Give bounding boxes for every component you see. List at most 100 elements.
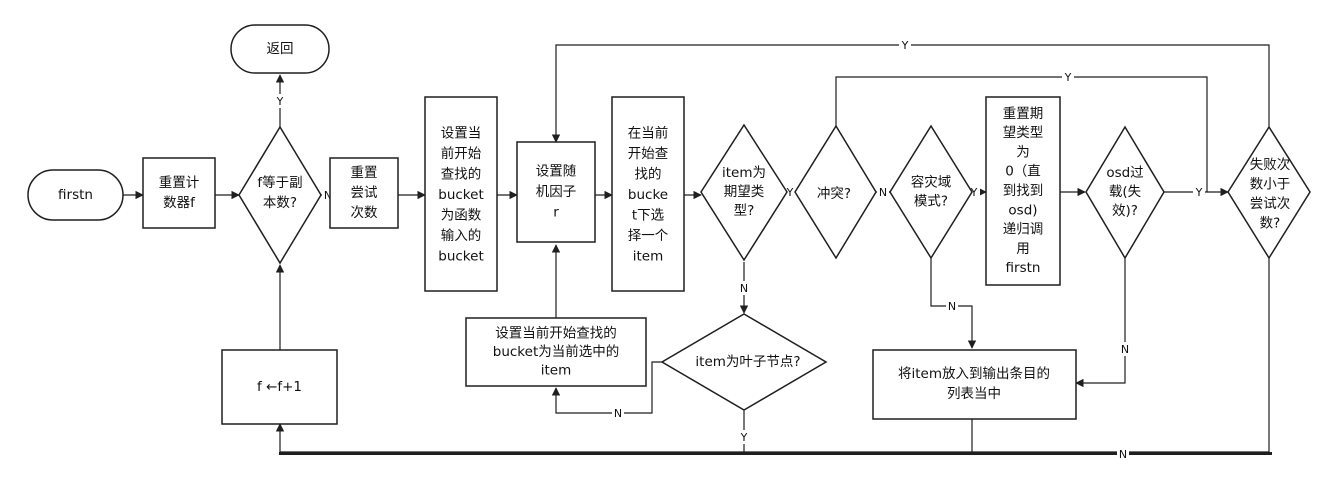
conflict-line: 冲突? <box>817 186 851 202</box>
fail-less-than-tries-line: 数? <box>1260 215 1281 231</box>
set-bucket-input-line: 输入的 <box>441 228 482 244</box>
reset-counter-line: 数器f <box>163 195 196 211</box>
reset-tries-line: 尝试 <box>351 185 378 201</box>
label-conflict-yes: Y <box>1064 71 1072 84</box>
edge-conflict-yes-loop <box>835 76 1208 192</box>
firstn-line: firstn <box>58 187 93 203</box>
set-bucket-selected-line: 设置当前开始查找的 <box>495 325 617 342</box>
node-firstn-shape <box>27 169 124 221</box>
node-item-leaf-label: item为叶子节点? <box>695 354 800 370</box>
recursive-call-line: 重置期 <box>1003 106 1044 122</box>
set-random-factor-line: 机因子 <box>536 184 577 200</box>
f-equals-replicas-line: f等于副 <box>257 174 302 191</box>
reset-counter-line: 重置计 <box>159 175 200 191</box>
osd-overload-line: 效)? <box>1112 203 1138 219</box>
select-item-line: 在当前 <box>628 125 669 142</box>
node-expected-type-shape <box>700 123 788 262</box>
osd-overload-line: osd过 <box>1106 165 1144 181</box>
node-set-random-factor-shape <box>516 141 596 243</box>
node-expected-type-label: item为期望类型? <box>722 165 766 219</box>
osd-overload-line: 载(失 <box>1109 184 1142 200</box>
set-bucket-input-line: bucket <box>438 187 483 203</box>
node-set-bucket-selected-shape <box>465 317 647 387</box>
node-fail-check-label: 失败次数小于尝试次数? <box>1250 157 1291 232</box>
node-set-bucket-input-shape <box>424 96 498 292</box>
label-leaf-no: N <box>614 407 622 420</box>
node-osd-overload-shape <box>1085 125 1165 260</box>
failure-domain-mode-line: 容灾域 <box>911 174 952 191</box>
node-domain-mode-shape <box>889 124 973 260</box>
node-put-output-label: 将item放入到输出条目的列表当中 <box>898 365 1050 402</box>
label-expected-type-no: N <box>740 282 748 295</box>
label-expected-type-yes: Y <box>786 186 794 199</box>
set-bucket-selected-line: item <box>541 363 572 379</box>
node-domain-mode-label: 容灾域模式? <box>911 174 952 210</box>
node-reset-counter-label: 重置计数器f <box>159 175 200 211</box>
recursive-call-line: 递归调 <box>1003 221 1044 238</box>
node-fail-check-shape <box>1227 125 1311 260</box>
select-item-line: t下选 <box>632 208 665 224</box>
label-domain-no: N <box>948 300 956 313</box>
set-bucket-input-line: 查找的 <box>441 167 482 183</box>
return-line: 返回 <box>267 41 294 57</box>
reset-tries-line: 次数 <box>351 205 378 221</box>
label-osd-yes: Y <box>1195 186 1203 199</box>
set-random-factor-line: r <box>553 205 559 221</box>
fail-less-than-tries-line: 失败次 <box>1250 157 1291 173</box>
node-select-item-shape <box>611 96 685 292</box>
edge-fail-check-yes-retry <box>551 44 1270 143</box>
edge-labels: Y N Y N Y Y Y Y N N Y N N N <box>274 38 1205 461</box>
node-firstn-label: firstn <box>58 187 93 203</box>
edge-osd-no-to-output <box>1075 258 1126 388</box>
node-reset-counter-shape <box>142 157 216 229</box>
fail-less-than-tries-line: 数小于 <box>1250 176 1291 192</box>
node-return-label: 返回 <box>267 41 294 57</box>
node-reset-tries-shape <box>329 157 399 229</box>
node-recursive-shape <box>985 96 1061 286</box>
item-is-leaf-line: item为叶子节点? <box>695 354 800 370</box>
recursive-call-line: 望类型 <box>1003 125 1044 141</box>
item-expected-type-line: 型? <box>734 203 755 219</box>
node-conflict-label: 冲突? <box>817 186 851 202</box>
recursive-call-line: osd) <box>1008 202 1037 218</box>
put-item-output-line: 列表当中 <box>947 386 1001 402</box>
failure-domain-mode-line: 模式? <box>914 194 948 210</box>
put-item-output-line: 将item放入到输出条目的 <box>898 365 1050 382</box>
node-increment-f-shape <box>221 349 338 425</box>
label-check-f-yes: Y <box>276 95 284 108</box>
label-osd-no: N <box>1121 343 1129 356</box>
increment-f-line: f ←f+1 <box>257 379 302 395</box>
label-domain-yes: Y <box>970 186 978 199</box>
select-item-line: item <box>633 249 664 265</box>
nodes: firstn 返回 重置计数器f f等于副本数? 重置尝试次数 设置当前开始查找… <box>27 24 1311 425</box>
select-item-line: 择一个 <box>628 228 669 244</box>
reset-tries-line: 重置 <box>351 165 378 181</box>
node-increment-f-label: f ←f+1 <box>257 379 302 395</box>
label-conflict-no: N <box>879 186 887 199</box>
set-bucket-selected-line: bucket为当前选中的 <box>493 343 619 360</box>
edge-bottom-bus <box>279 452 1272 455</box>
node-reset-tries-label: 重置尝试次数 <box>351 165 378 221</box>
node-put-output-shape <box>872 349 1077 420</box>
set-bucket-input-line: 设置当 <box>441 126 482 142</box>
label-fail-check-yes: Y <box>901 39 909 52</box>
node-item-leaf-shape <box>660 313 828 411</box>
label-check-f-no: N <box>324 189 332 202</box>
item-expected-type-line: 期望类 <box>724 184 765 200</box>
label-fail-check-no: N <box>1119 448 1127 461</box>
recursive-call-line: 0（直 <box>1005 164 1041 180</box>
item-expected-type-line: item为 <box>722 165 766 181</box>
f-equals-replicas-line: 本数? <box>263 195 297 211</box>
recursive-call-line: 到找到 <box>1003 183 1044 199</box>
node-check-f-label: f等于副本数? <box>257 174 302 211</box>
edge-leaf-no-to-set-selected <box>551 361 662 414</box>
fail-less-than-tries-line: 尝试次 <box>1250 196 1291 212</box>
node-conflict-shape <box>794 124 877 260</box>
select-item-line: 找的 <box>635 167 662 183</box>
